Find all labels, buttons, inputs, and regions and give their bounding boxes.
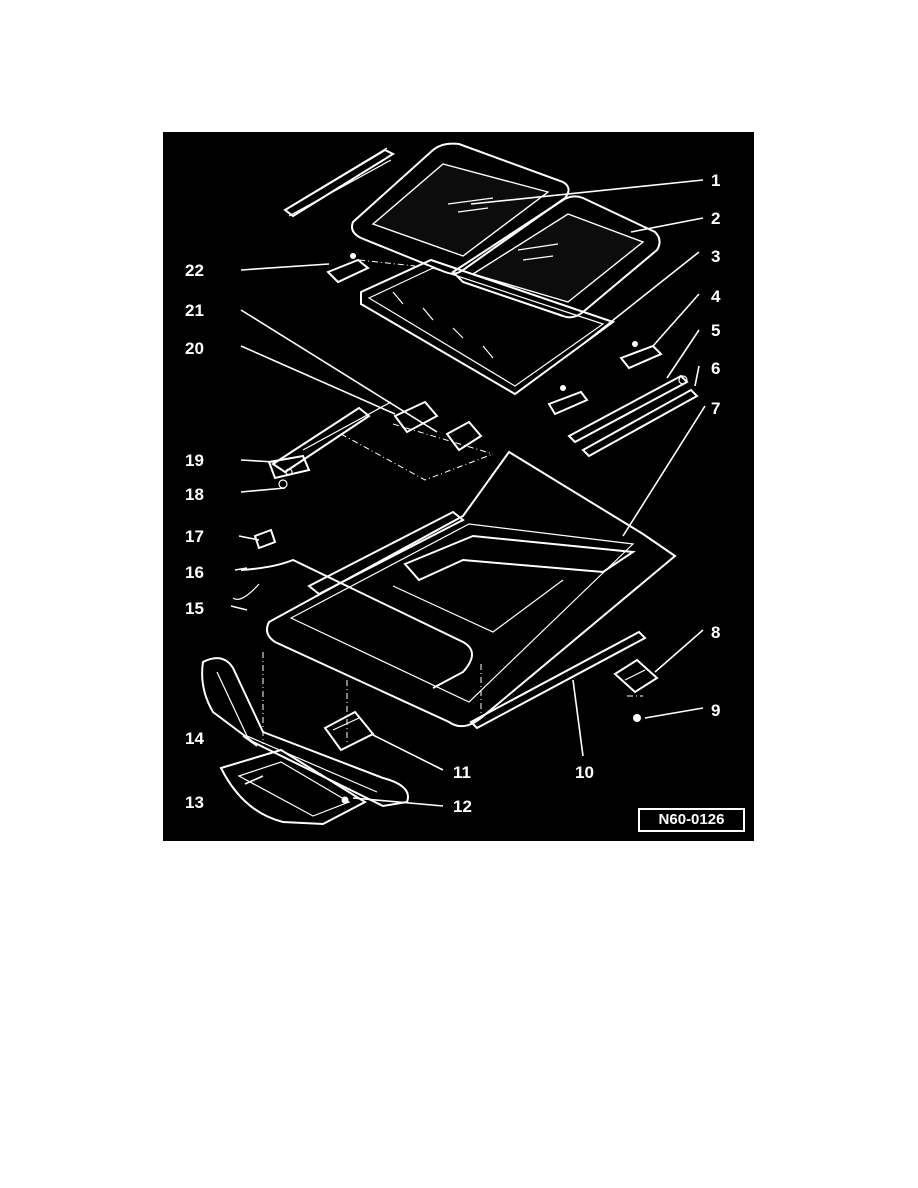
- callout-18: 18: [185, 485, 204, 504]
- drive-motor: [323, 710, 375, 752]
- callout-9: 9: [711, 701, 720, 720]
- sunroof-frame: [266, 450, 677, 728]
- callout-22: 22: [185, 261, 204, 280]
- assembly-guidelines: [262, 259, 643, 744]
- callout-2: 2: [711, 209, 720, 228]
- bracket-center: [547, 385, 589, 416]
- bracket-assembly-lower-left: [267, 454, 311, 489]
- callout-6: 6: [711, 359, 720, 378]
- screw: [633, 714, 641, 722]
- sunroof-exploded-diagram: 1 2 3 4 5 6 7 8 9 10 11 12 13 14 15 16 1…: [163, 132, 754, 841]
- side-rails: [567, 374, 699, 458]
- diagram-reference-code: N60-0126: [638, 808, 745, 832]
- callout-4: 4: [711, 287, 721, 306]
- callout-12: 12: [453, 797, 472, 816]
- screw-lower: [341, 796, 349, 804]
- mounting-bracket: [613, 658, 659, 694]
- leader-lines: [230, 179, 706, 807]
- callout-21: 21: [185, 301, 204, 320]
- guide-assembly-left: [271, 400, 483, 474]
- callout-16: 16: [185, 563, 204, 582]
- callout-17: 17: [185, 527, 204, 546]
- callout-5: 5: [711, 321, 720, 340]
- bracket-left: [326, 253, 370, 284]
- callout-11: 11: [453, 763, 471, 782]
- seal-frame: [360, 258, 616, 396]
- callout-7: 7: [711, 399, 720, 418]
- drain-hose: [232, 528, 473, 689]
- glass-panel-front: [451, 195, 661, 319]
- callout-labels: 1 2 3 4 5 6 7 8 9 10 11 12 13 14 15 16 1…: [185, 171, 721, 816]
- diagram-drawing: 1 2 3 4 5 6 7 8 9 10 11 12 13 14 15 16 1…: [185, 142, 721, 826]
- cover-panel: [219, 748, 368, 826]
- trim-strip: [201, 657, 409, 808]
- callout-20: 20: [185, 339, 204, 358]
- callout-8: 8: [711, 623, 720, 642]
- bracket-right: [619, 341, 663, 370]
- frame-rail: [469, 630, 647, 730]
- callout-13: 13: [185, 793, 204, 812]
- callout-19: 19: [185, 451, 204, 470]
- callout-1: 1: [711, 171, 720, 190]
- rail-strip-top-left: [283, 147, 396, 218]
- callout-10: 10: [575, 763, 594, 782]
- callout-15: 15: [185, 599, 204, 618]
- callout-14: 14: [185, 729, 204, 748]
- callout-3: 3: [711, 247, 720, 266]
